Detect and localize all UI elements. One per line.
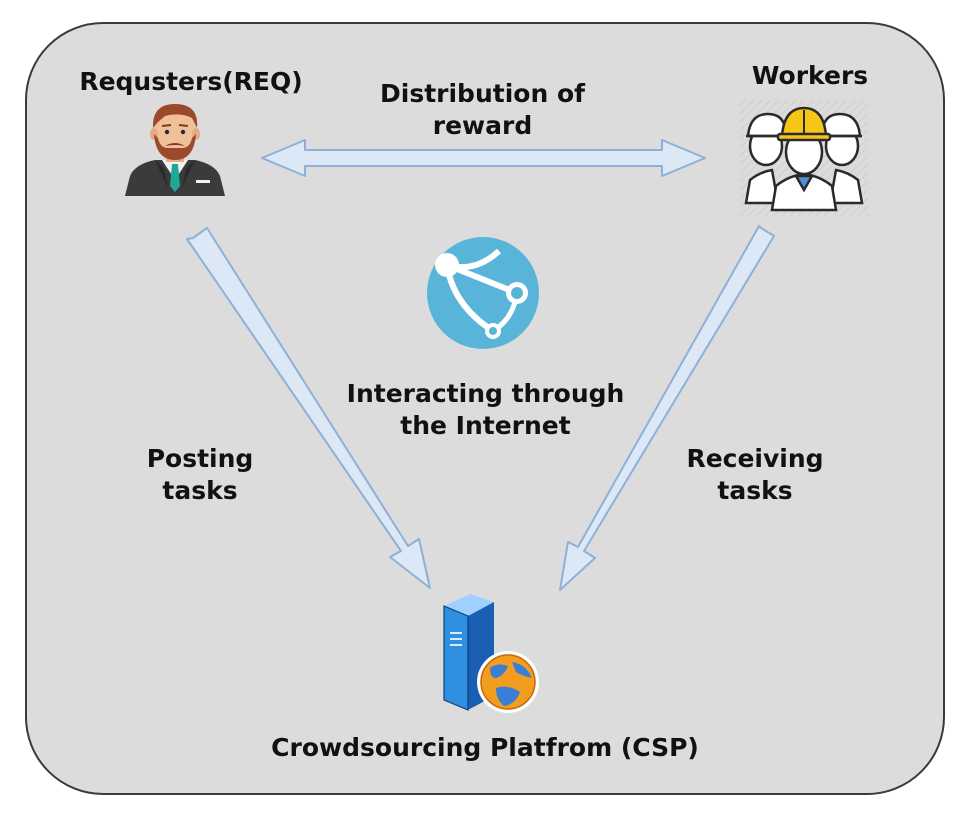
- receiving-tasks-label: Receiving tasks: [686, 444, 824, 505]
- server-globe-icon: [443, 594, 539, 713]
- posting-tasks-label: Posting tasks: [146, 444, 254, 505]
- requester-avatar-icon: [125, 104, 225, 196]
- platform-label: Crowdsourcing Platfrom (CSP): [271, 733, 699, 762]
- internet-label: Interacting through the Internet: [346, 379, 625, 440]
- posting-tasks-arrow: [186, 227, 431, 589]
- reward-label: Distribution of reward: [380, 79, 585, 140]
- workers-label: Workers: [751, 61, 869, 90]
- internet-app-icon: [427, 237, 539, 349]
- receiving-tasks-arrow: [559, 225, 775, 591]
- workers-group-icon: [740, 100, 868, 216]
- reward-double-arrow: [261, 139, 706, 177]
- requester-label: Requsters(REQ): [79, 67, 303, 96]
